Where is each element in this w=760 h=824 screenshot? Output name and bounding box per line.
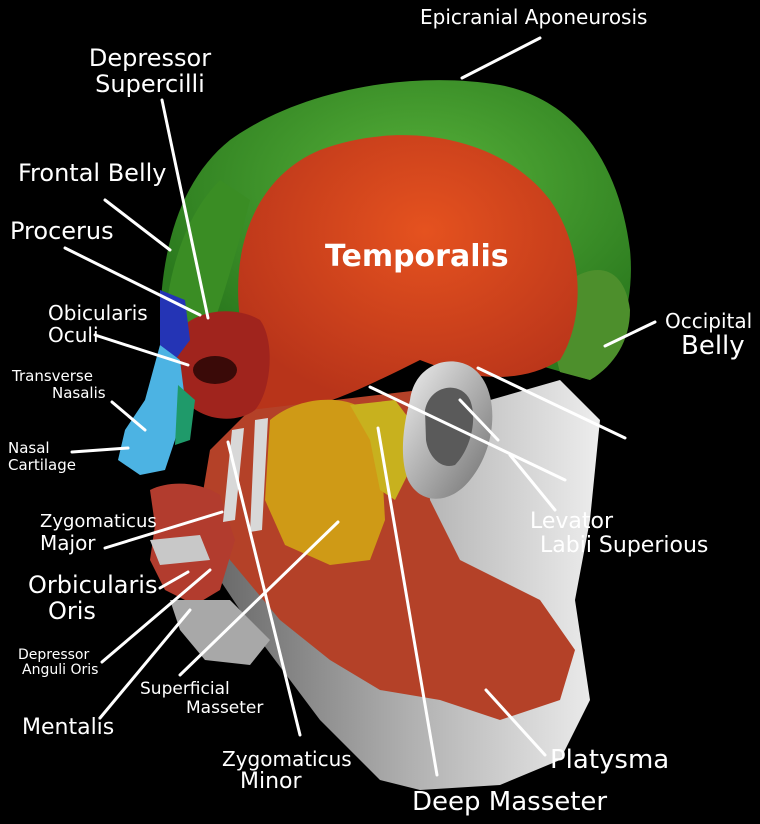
label-epicranial-aponeurosis: Epicranial Aponeurosis (420, 5, 648, 29)
label-depressor-supercilli-line1: Depressor (88, 44, 212, 72)
lip-highlight (150, 535, 210, 565)
leader-platysma (484, 688, 547, 757)
label-zygomaticus-major: Zygomaticus Major (40, 512, 157, 554)
leader-transverse-nasalis (110, 400, 147, 432)
label-orbicularis-oris-line2: Oris (48, 597, 96, 626)
leader-depressor-anguli-oris (100, 568, 212, 664)
label-occipital-belly: Occipital Belly (665, 310, 752, 361)
label-levator-labii-superious: Levator Labii Superious (530, 509, 709, 559)
leader-frontal-belly (103, 198, 172, 252)
label-orbicularis-oris-line1: Orbicularis (28, 571, 158, 599)
label-depressor-supercilli-line2: Supercilli (95, 70, 205, 99)
label-procerus: Procerus (10, 217, 114, 245)
label-depressor-anguli-oris: Depressor Anguli Oris (18, 647, 99, 679)
label-transverse-nasalis-line2: Nasalis (52, 383, 106, 402)
leader-zygomaticus-minor (226, 440, 302, 737)
label-obicularis-oculi: Obicularis Oculi (48, 302, 148, 346)
zygomaticus-strips (223, 418, 268, 532)
label-depressor-supercilli: Depressor Supercilli (80, 45, 220, 98)
deep-masseter-region (350, 400, 410, 500)
label-superficial-masseter: Superficial Masseter (140, 680, 263, 717)
label-superficial-masseter-line1: Superficial (140, 679, 230, 699)
label-depressor-anguli-oris-line2: Anguli Oris (22, 662, 99, 679)
label-nasal-cartilage-line1: Nasal (8, 439, 50, 457)
leader-deep-masseter (376, 426, 439, 777)
ear-inner (425, 387, 474, 466)
leader-orbicularis-oris (158, 570, 190, 590)
label-transverse-nasalis-line1: Transverse (12, 367, 93, 385)
label-transverse-nasalis: Transverse Nasalis (12, 368, 106, 401)
label-zygomaticus-minor: Zygomaticus Minor (222, 748, 352, 794)
chin-region (170, 600, 270, 665)
label-zygomaticus-minor-line1: Zygomaticus (222, 747, 352, 771)
leader-lines (63, 36, 657, 777)
leader-depressor-supercilli (160, 98, 210, 320)
temporalis-region (238, 135, 578, 410)
label-frontal-belly: Frontal Belly (18, 159, 167, 187)
leader-zygomaticus-major (103, 510, 224, 550)
label-depressor-anguli-oris-line1: Depressor (18, 647, 90, 663)
leader-levator-a (508, 453, 557, 512)
nasal-region (118, 345, 185, 475)
label-nasal-cartilage: Nasal Cartilage (8, 440, 76, 473)
leader-levator-b (368, 385, 567, 482)
leader-obicularis-oculi (93, 333, 190, 367)
leader-superficial-masseter (178, 520, 340, 677)
label-platysma: Platysma (550, 745, 670, 775)
leader-occipital-extra (476, 366, 627, 440)
label-nasal-cartilage-line2: Cartilage (8, 455, 76, 474)
leader-nasal-cartilage (70, 446, 130, 454)
superficial-masseter-region (265, 399, 385, 565)
label-mentalis: Mentalis (22, 715, 115, 740)
eye (193, 356, 237, 384)
leader-levator-c (458, 398, 500, 442)
label-occipital-belly-line2: Belly (681, 331, 745, 361)
leader-procerus (63, 246, 202, 317)
label-occipital-belly-line1: Occipital (665, 309, 753, 333)
leader-mentalis (98, 608, 192, 720)
label-zygomaticus-major-line1: Zygomaticus (40, 511, 157, 532)
label-deep-masseter: Deep Masseter (412, 787, 608, 817)
label-obicularis-oculi-line1: Obicularis (48, 301, 148, 325)
nasalis-region (175, 385, 195, 445)
label-orbicularis-oris: Orbicularis Oris (28, 572, 157, 625)
label-levator-labii-line2: Labii Superious (540, 533, 709, 559)
label-temporalis: Temporalis (325, 239, 509, 274)
frontal-belly-region (165, 180, 250, 330)
label-obicularis-oculi-line2: Oculi (48, 323, 99, 347)
leader-occipital-belly (603, 320, 657, 348)
leader-epicranial (460, 36, 542, 80)
label-levator-labii-line1: Levator (530, 509, 614, 534)
label-zygomaticus-major-line2: Major (40, 530, 96, 555)
label-zygomaticus-minor-line2: Minor (240, 769, 302, 794)
label-superficial-masseter-line2: Masseter (186, 697, 264, 718)
